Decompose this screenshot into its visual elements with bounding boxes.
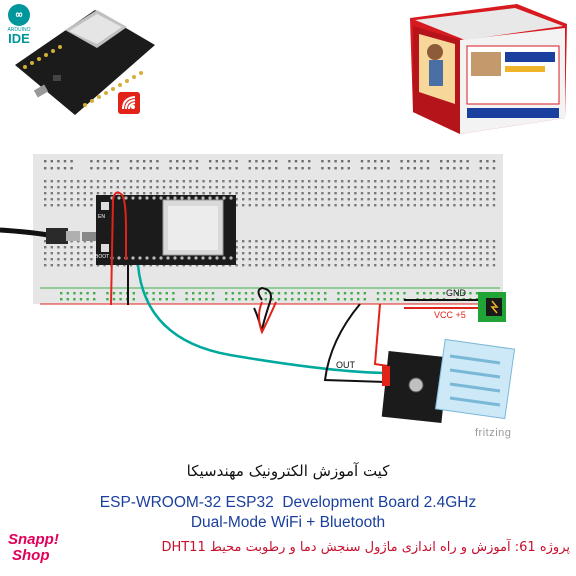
wire-red-vcc-loop	[110, 191, 127, 306]
english-title-line-1: ESP-WROOM-32 ESP32 Development Board 2.4…	[99, 494, 477, 511]
fritzing-circuit-diagram	[0, 154, 516, 423]
usb-cable	[0, 227, 49, 238]
en-button	[101, 202, 109, 210]
gnd-label: GND	[446, 288, 466, 298]
micro-usb-port	[82, 232, 96, 241]
wire-green-out	[136, 264, 386, 375]
usb-plug	[46, 228, 68, 244]
kit-box-photo	[410, 4, 567, 134]
english-title-line-2: Dual-Mode WiFi + Bluetooth	[190, 514, 386, 531]
arduino-ide-logo: ∞ ARDUINO IDE	[4, 4, 34, 62]
persian-kit-title: کیت آموزش الکترونیک مهندسیکا	[186, 462, 390, 480]
out-label: OUT	[336, 360, 355, 370]
fritzing-watermark: fritzing	[475, 427, 512, 439]
snapp-shop-logo: Snapp! Shop	[8, 532, 70, 572]
vcc-label: VCC +5	[434, 310, 466, 320]
boot-label: BOOT	[95, 254, 110, 260]
wire-red-sensor-vcc	[373, 303, 389, 367]
dht11-sensor	[434, 338, 516, 420]
snapp-logo-top: Snapp!	[8, 531, 59, 548]
wire-black-sensor-gnd	[323, 303, 385, 383]
snapp-logo-bottom: Shop	[12, 547, 50, 564]
usb-connector	[66, 231, 80, 241]
boot-button	[101, 244, 109, 252]
project-description: پروژه 61: آموزش و راه اندازی ماژول سنجش …	[161, 540, 570, 555]
dht11-pin-header	[382, 366, 390, 386]
power-icon	[490, 300, 499, 314]
arduino-logo-small-text: ARDUINO	[7, 27, 31, 33]
esp32-board-photo	[15, 10, 155, 115]
esp-module-shield	[168, 206, 218, 250]
espressif-icon	[118, 92, 140, 114]
wire-red-loop	[258, 301, 277, 335]
dht11-potentiometer	[408, 377, 424, 393]
arduino-logo-ide-text: IDE	[8, 31, 30, 46]
en-label: EN	[98, 214, 105, 220]
arduino-infinity-icon: ∞	[8, 4, 30, 26]
